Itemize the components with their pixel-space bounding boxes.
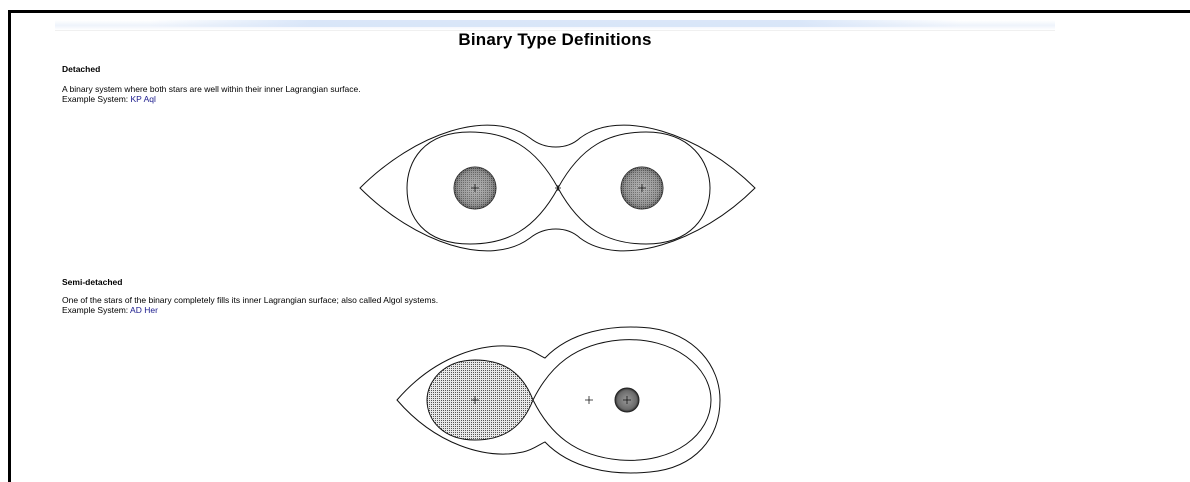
description-text: One of the stars of the binary completel…	[62, 295, 438, 305]
example-system-link-ad-her[interactable]: AD Her	[130, 305, 158, 315]
secondary-star	[621, 167, 663, 209]
section-description-semi-detached: One of the stars of the binary completel…	[62, 295, 438, 315]
page-left-border	[8, 10, 11, 482]
center-of-mass-marker	[585, 396, 593, 404]
section-description-detached: A binary system where both stars are wel…	[62, 84, 361, 104]
example-line: Example System: KP Aql	[62, 94, 361, 104]
detached-binary-diagram	[355, 118, 760, 260]
semi-detached-binary-diagram	[395, 326, 725, 476]
page-top-border	[8, 10, 1190, 13]
example-system-link-kp-aql[interactable]: KP Aql	[131, 94, 156, 104]
description-text: A binary system where both stars are wel…	[62, 84, 361, 94]
section-title-detached: Detached	[62, 64, 100, 74]
primary-star	[454, 167, 496, 209]
roche-lobe-filling-star	[427, 360, 533, 440]
example-label: Example System:	[62, 305, 128, 315]
example-label: Example System:	[62, 94, 128, 104]
section-title-semi-detached: Semi-detached	[62, 277, 122, 287]
secondary-star	[615, 388, 639, 412]
page-title: Binary Type Definitions	[0, 30, 1110, 50]
example-line: Example System: AD Her	[62, 305, 438, 315]
